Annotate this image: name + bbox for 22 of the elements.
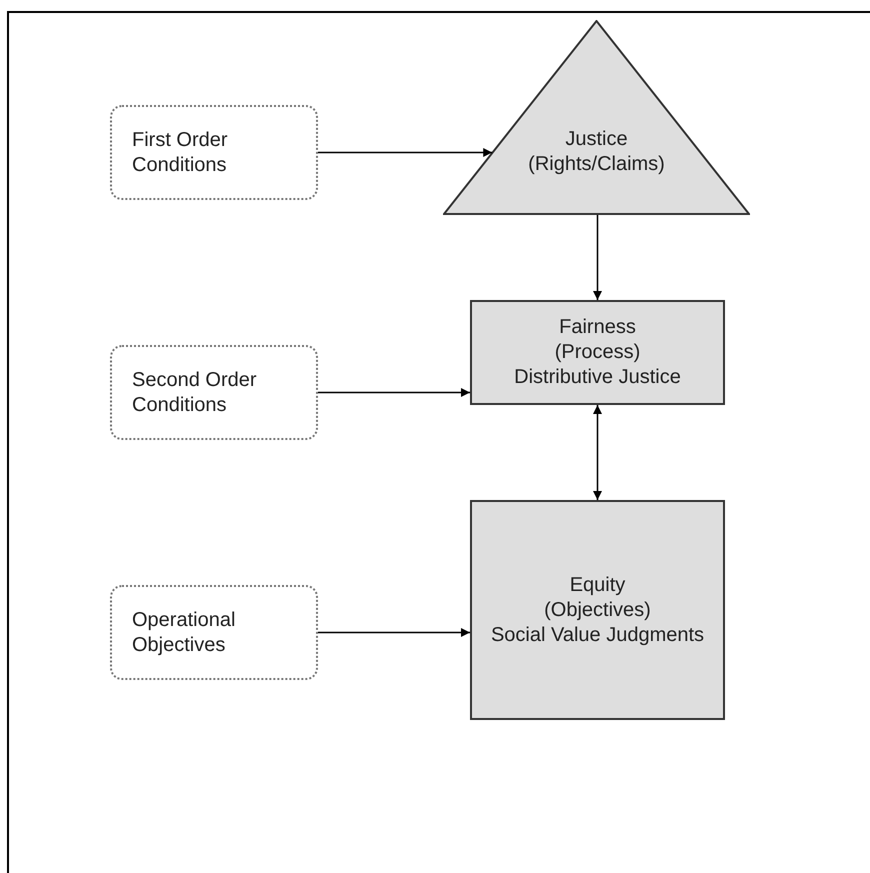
justice-triangle xyxy=(443,20,750,215)
condition-box xyxy=(110,105,318,200)
process-box xyxy=(470,300,725,405)
arrow xyxy=(593,405,602,500)
node-sublabel: Social Value Judgments xyxy=(490,622,704,648)
condition-box xyxy=(110,345,318,440)
node-sublabel: (Rights/Claims) xyxy=(528,152,665,177)
arrow xyxy=(318,148,492,157)
arrow xyxy=(593,215,602,300)
condition-box xyxy=(110,585,318,680)
node-label: Operational Objectives xyxy=(132,608,236,658)
arrow xyxy=(318,628,470,637)
node-label: Equity xyxy=(570,572,626,598)
node-sublabel: Distributive Justice xyxy=(514,365,681,390)
node-sublabel: (Objectives) xyxy=(544,598,651,622)
node-label: Second Order Conditions xyxy=(132,368,258,418)
arrow xyxy=(318,388,470,397)
node-label: Justice xyxy=(565,127,628,152)
process-box xyxy=(470,500,725,720)
node-label: First Order Conditions xyxy=(132,128,229,178)
node-label: Fairness xyxy=(559,315,636,340)
node-sublabel: (Process) xyxy=(554,340,640,365)
